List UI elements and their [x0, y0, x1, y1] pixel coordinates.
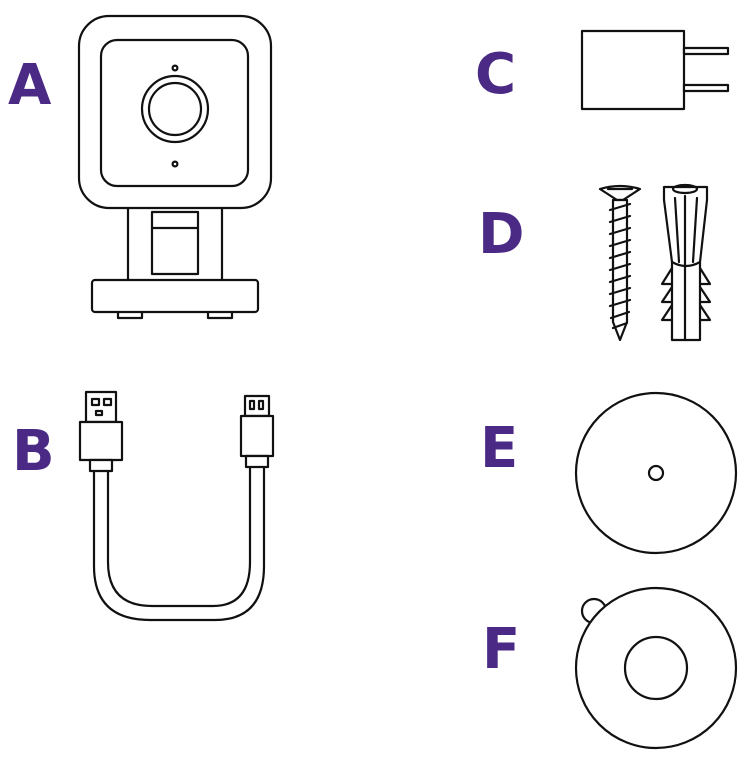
usb-cable-icon — [78, 390, 275, 622]
power-adapter-icon — [580, 29, 730, 111]
security-camera-icon — [77, 14, 273, 320]
label-f: F — [482, 617, 521, 682]
label-d: D — [478, 202, 525, 267]
screw-and-anchor-icon — [598, 183, 712, 342]
adhesive-pad-icon — [574, 391, 738, 555]
label-e: E — [480, 416, 519, 481]
label-b: B — [12, 419, 55, 484]
mounting-disc-icon — [574, 586, 738, 750]
label-a: A — [8, 53, 52, 118]
label-c: C — [475, 42, 517, 107]
